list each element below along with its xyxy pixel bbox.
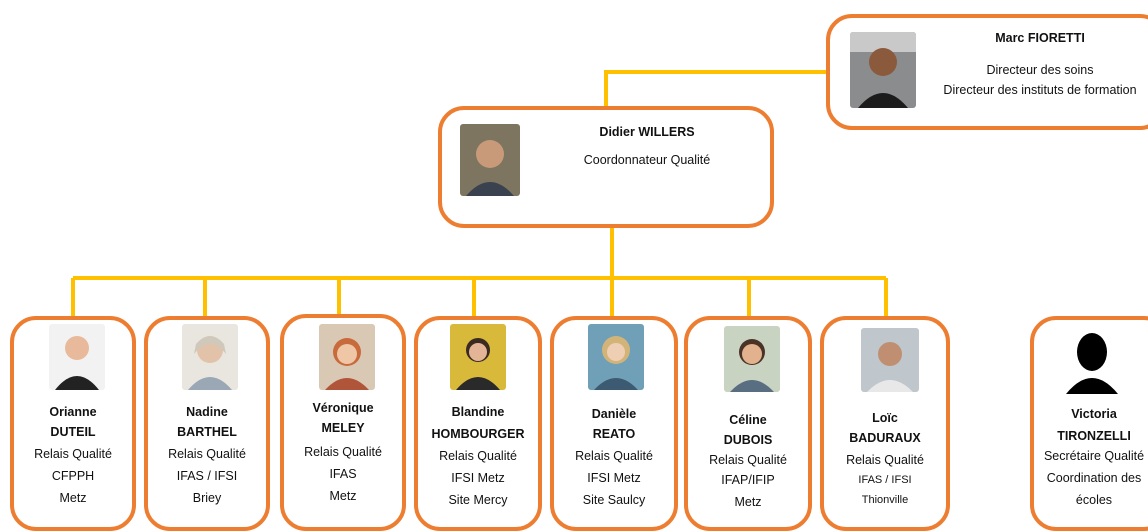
relais-role: Relais Qualité [575,449,653,463]
relais-last-name: DUBOIS [723,433,773,447]
person-photo [460,124,520,196]
relais-last-name: BADURAUX [849,431,921,445]
relais-institute: IFAS [329,467,357,481]
relais-card-2: Nadine BARTHEL Relais Qualité IFAS / IFS… [144,316,270,531]
relais-first-name: Nadine [186,405,228,419]
coordinator-name: Didier WILLERS [599,125,695,139]
coordinator-card: Didier WILLERS Coordonnateur Qualité [438,106,774,228]
relais-site: Thionville [861,494,909,506]
relais-role: Relais Qualité [34,447,112,461]
relais-card-4: Blandine HOMBOURGER Relais Qualité IFSI … [414,316,542,531]
relais-institute: IFAS / IFSI [176,469,238,483]
director-name: Marc FIORETTI [995,31,1085,45]
relais-card-3: Véronique MELEY Relais Qualité IFAS Metz [280,314,406,531]
relais-last-name: BARTHEL [177,425,237,439]
person-photo [588,324,644,390]
relais-first-name: Véronique [312,401,374,415]
relais-card-5: Danièle REATO Relais Qualité IFSI Metz S… [550,316,678,531]
silhouette-placeholder-icon [1062,328,1122,394]
relais-last-name: REATO [592,427,636,441]
relais-first-name: Danièle [591,407,637,421]
relais-site: Briey [192,491,222,505]
relais-institute: IFAS / IFSI [858,474,912,486]
relais-site: Metz [59,491,87,505]
relais-site: Site Mercy [448,493,508,507]
secretary-card: Victoria TIRONZELLI Secrétaire Qualité C… [1030,316,1148,531]
person-photo [724,326,780,392]
person-photo [450,324,506,390]
person-photo [182,324,238,390]
relais-site: Metz [734,495,762,509]
relais-institute: IFAP/IFIP [721,473,775,487]
person-photo [861,328,919,392]
director-title-1: Directeur des soins [986,63,1094,77]
relais-site: Site Saulcy [582,493,646,507]
secretary-first-name: Victoria [1071,407,1117,421]
relais-first-name: Blandine [451,405,505,419]
relais-card-1: Orianne DUTEIL Relais Qualité CFPPH Metz [10,316,136,531]
relais-first-name: Orianne [49,405,97,419]
person-photo [319,324,375,390]
secretary-line5: écoles [1075,493,1113,507]
org-chart-connectors [71,70,888,318]
relais-card-7: Loïc BADURAUX Relais Qualité IFAS / IFSI… [820,316,950,531]
director-card: Marc FIORETTI Directeur des soins Direct… [826,14,1148,130]
connector-director-coordinator [604,70,828,108]
person-photo [49,324,105,390]
relais-role: Relais Qualité [439,449,517,463]
coordinator-title: Coordonnateur Qualité [583,153,711,167]
relais-role: Relais Qualité [168,447,246,461]
relais-site: Metz [329,489,357,503]
relais-last-name: MELEY [321,421,365,435]
person-photo [850,32,916,108]
relais-card-6: Céline DUBOIS Relais Qualité IFAP/IFIP M… [684,316,812,531]
director-title-2: Directeur des instituts de formation [943,83,1137,97]
relais-role: Relais Qualité [709,453,787,467]
relais-role: Relais Qualité [846,453,924,467]
secretary-role: Secrétaire Qualité [1043,449,1145,463]
relais-last-name: DUTEIL [50,425,96,439]
relais-first-name: Loïc [872,411,898,425]
relais-role: Relais Qualité [304,445,382,459]
secretary-last-name: TIRONZELLI [1057,429,1131,443]
relais-institute: IFSI Metz [451,471,505,485]
relais-first-name: Céline [729,413,767,427]
relais-institute: IFSI Metz [587,471,641,485]
relais-institute: CFPPH [51,469,95,483]
relais-last-name: HOMBOURGER [431,427,525,441]
secretary-line4: Coordination des [1046,471,1142,485]
